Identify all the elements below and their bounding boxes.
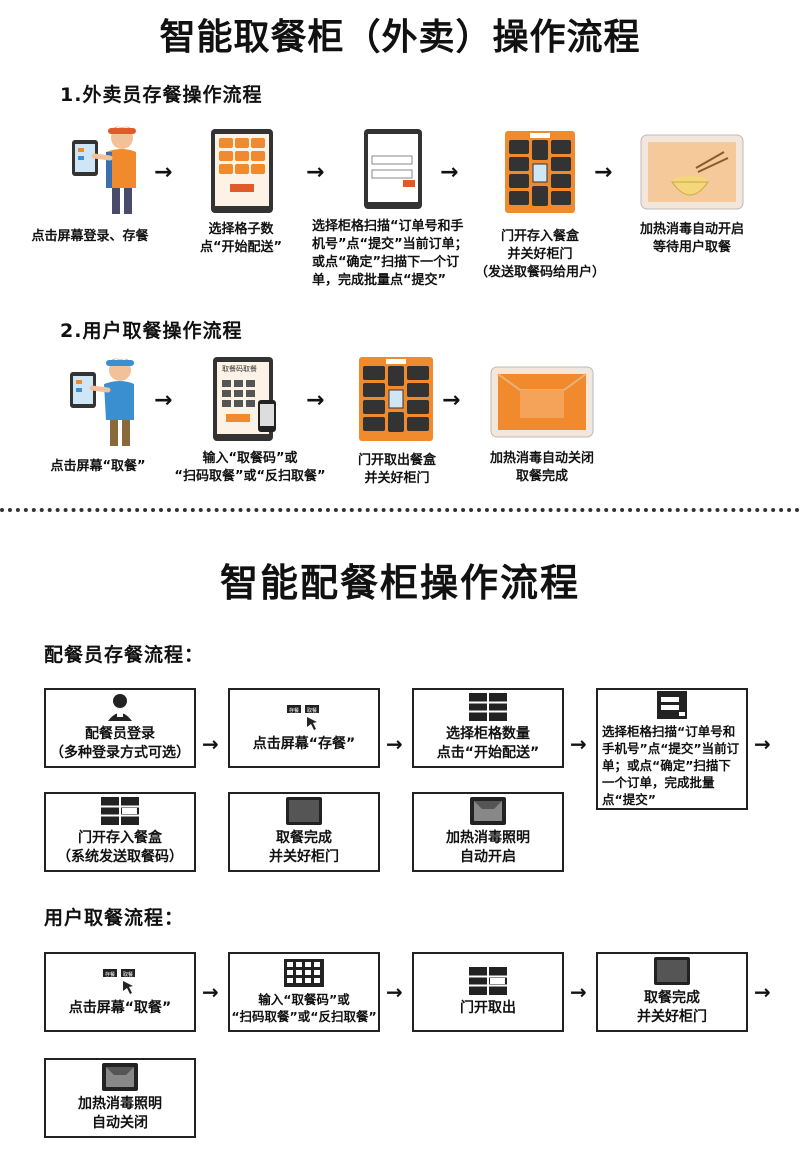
screen-label: 取餐码取餐: [222, 365, 257, 373]
button-label: 取餐: [307, 707, 317, 714]
user-step-tap: 存餐 取餐 点击屏幕“取餐”: [44, 952, 196, 1032]
button-label: 存餐: [289, 707, 299, 714]
arrow-icon: →: [306, 160, 325, 185]
arrow-icon: →: [306, 388, 325, 413]
arrow-icon: →: [440, 160, 459, 185]
button-label: 存餐: [105, 971, 115, 978]
user-step-text: 加热消毒照明 自动关闭: [78, 1096, 162, 1131]
section1-heading: 1.外卖员存餐操作流程: [60, 84, 263, 106]
user-step-text: 取餐完成 并关好柜门: [637, 990, 707, 1025]
arrow-icon: →: [570, 980, 587, 1004]
dist-heading: 配餐员存餐流程：: [44, 644, 205, 666]
user-icon: [108, 694, 132, 721]
tap-buttons-icon: 存餐 取餐: [103, 968, 135, 994]
arrow-icon: →: [754, 980, 771, 1004]
user-step-text: 门开取出: [460, 999, 516, 1016]
s1-step2-caption: 选择格子数 点“开始配送”: [199, 222, 283, 255]
dist-step-text: 配餐员登录 （多种登录方式可选）: [50, 726, 190, 761]
section2-heading: 2.用户取餐操作流程: [60, 320, 243, 342]
s2-step4-caption: 加热消毒自动关闭 取餐完成: [489, 451, 594, 484]
closed-door-icon: [654, 957, 690, 985]
keypad-icon: [284, 959, 324, 987]
empty-compartment-illustration: [490, 366, 594, 438]
s1-step5-caption: 加热消毒自动开启 等待用户取餐: [639, 222, 744, 255]
s2-step2-caption: 输入“取餐码”或 “扫码取餐”或“反扫取餐”: [174, 451, 326, 484]
tablet-form-illustration: [364, 129, 422, 209]
dist-step-text: 点击屏幕“存餐”: [252, 735, 356, 752]
dist-step-open: 门开存入餐盒 （系统发送取餐码）: [44, 792, 196, 872]
dist-step-text: 门开存入餐盒 （系统发送取餐码）: [57, 830, 183, 865]
s1-step3-caption: 选择柜格扫描“订单号和手机号”点“提交”当前订单；或点“确定”扫描下一个订单，完…: [312, 219, 468, 288]
arrow-icon: →: [202, 732, 219, 756]
user-heading: 用户取餐流程：: [44, 907, 185, 929]
user-step-open: 门开取出: [412, 952, 564, 1032]
arrow-icon: →: [570, 732, 587, 756]
arrow-icon: →: [386, 980, 403, 1004]
dist-step-text: 取餐完成 并关好柜门: [269, 830, 339, 865]
arrow-icon: →: [202, 980, 219, 1004]
dist-step-heat: 加热消毒照明 自动开启: [412, 792, 564, 872]
courier-illustration: [72, 126, 136, 214]
cabinet-open-illustration: [359, 357, 433, 441]
user-step-heat-off: 加热消毒照明 自动关闭: [44, 1058, 196, 1138]
user-step-done: 取餐完成 并关好柜门: [596, 952, 748, 1032]
dist-step-text: 加热消毒照明 自动开启: [446, 830, 530, 865]
user-step-code: 输入“取餐码”或 “扫码取餐”或“反扫取餐”: [228, 952, 380, 1032]
button-label: 取餐: [123, 971, 133, 978]
user-step-text: 点击屏幕“取餐”: [68, 999, 172, 1016]
dist-step-select: 选择柜格数量 点击“开始配送”: [412, 688, 564, 768]
arrow-icon: →: [154, 388, 173, 413]
tap-buttons-icon: 存餐 取餐: [287, 704, 319, 730]
page-title: 智能取餐柜（外卖）操作流程: [159, 17, 641, 58]
s1-step4-caption: 门开存入餐盒 并关好柜门 （发送取餐码给用户）: [474, 229, 605, 280]
dist-step-text: 选择柜格扫描“订单号和手机号”点“提交”当前订单；或点“确定”扫描下一个订单，完…: [602, 723, 740, 807]
s1-step1-caption: 点击屏幕登录、存餐: [31, 229, 149, 244]
cabinet-icon: [101, 797, 139, 825]
dist-step-scan: 选择柜格扫描“订单号和手机号”点“提交”当前订单；或点“确定”扫描下一个订单，完…: [596, 688, 748, 810]
section-title-distribution: 智能配餐柜操作流程: [219, 561, 580, 605]
closed-door-icon: [286, 797, 322, 825]
heated-compartment-illustration: [640, 134, 744, 210]
arrow-icon: →: [442, 388, 461, 413]
heating-compartment-icon: [102, 1063, 138, 1091]
grid-icon: [469, 693, 507, 721]
arrow-icon: →: [386, 732, 403, 756]
s2-step3-caption: 门开取出餐盒 并关好柜门: [357, 453, 436, 486]
form-screen-icon: [657, 690, 687, 719]
arrow-icon: →: [154, 160, 173, 185]
dist-step-done: 取餐完成 并关好柜门: [228, 792, 380, 872]
dist-step-login: 配餐员登录 （多种登录方式可选）: [44, 688, 196, 768]
arrow-icon: →: [754, 732, 771, 756]
cabinet-icon: [469, 966, 507, 995]
user-step-text: 输入“取餐码”或 “扫码取餐”或“反扫取餐”: [231, 992, 377, 1024]
tablet-grid-illustration: [211, 129, 273, 213]
dotted-divider: [0, 508, 800, 512]
user-illustration: [70, 358, 134, 446]
keypad-tablet-illustration: 取餐码取餐: [212, 356, 286, 442]
dist-step-text: 选择柜格数量 点击“开始配送”: [436, 726, 540, 761]
arrow-icon: →: [594, 160, 613, 185]
s2-step1-caption: 点击屏幕“取餐”: [50, 459, 146, 474]
heating-compartment-icon: [470, 797, 506, 825]
cabinet-illustration: [505, 131, 575, 213]
dist-step-store: 存餐 取餐 点击屏幕“存餐”: [228, 688, 380, 768]
